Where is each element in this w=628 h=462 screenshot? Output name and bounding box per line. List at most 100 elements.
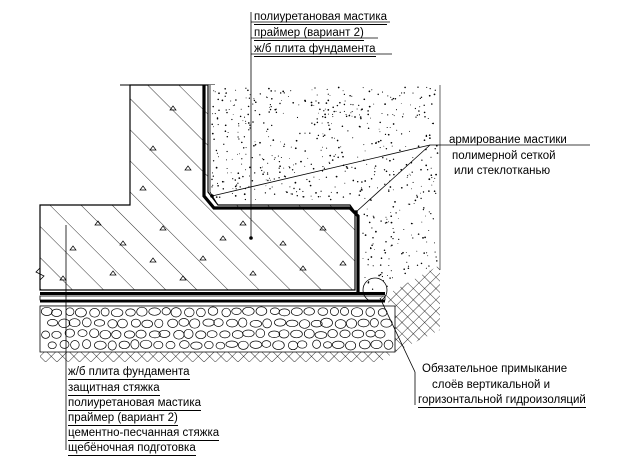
soil-speck bbox=[276, 108, 277, 110]
soil-speck bbox=[390, 211, 392, 213]
gravel-stone bbox=[70, 340, 80, 350]
soil-speck bbox=[302, 195, 305, 198]
gravel-stone bbox=[130, 318, 141, 328]
gravel-stone bbox=[345, 340, 357, 351]
soil-speck bbox=[270, 90, 273, 92]
soil-speck bbox=[366, 163, 368, 165]
soil-speck bbox=[234, 185, 237, 188]
soil-speck bbox=[298, 188, 301, 190]
soil-speck bbox=[416, 250, 418, 252]
soil-speck bbox=[271, 98, 273, 100]
soil-speck bbox=[379, 121, 381, 124]
soil-speck bbox=[428, 265, 430, 267]
soil-speck bbox=[430, 167, 432, 169]
soil-speck bbox=[429, 87, 431, 90]
soil-speck bbox=[369, 247, 372, 250]
soil-speck bbox=[275, 111, 278, 114]
soil-speck bbox=[213, 126, 215, 128]
soil-speck bbox=[266, 96, 267, 98]
soil-speck bbox=[426, 86, 428, 88]
soil-speck bbox=[316, 118, 318, 120]
soil-speck bbox=[241, 163, 243, 165]
soil-speck bbox=[360, 187, 362, 189]
soil-speck bbox=[422, 191, 425, 193]
soil-speck bbox=[218, 92, 220, 95]
soil-speck bbox=[327, 93, 329, 95]
soil-speck bbox=[386, 285, 388, 287]
soil-speck bbox=[253, 98, 255, 100]
soil-speck bbox=[217, 184, 219, 187]
right-callout-line-1: армирование мастики bbox=[449, 134, 567, 146]
soil-speck bbox=[262, 173, 264, 176]
soil-speck bbox=[336, 104, 339, 107]
soil-speck bbox=[278, 160, 281, 163]
soil-speck bbox=[384, 103, 386, 105]
soil-speck bbox=[232, 105, 234, 107]
soil-speck bbox=[231, 192, 233, 195]
soil-speck bbox=[425, 134, 428, 137]
aggregate-mark bbox=[184, 165, 192, 171]
soil-speck bbox=[329, 198, 332, 201]
bottom-left-callout-line-6: щебёночная подготовка bbox=[68, 442, 196, 456]
soil-speck bbox=[410, 234, 412, 236]
soil-speck bbox=[345, 115, 348, 118]
soil-speck bbox=[420, 168, 422, 171]
soil-speck bbox=[342, 196, 345, 198]
soil-speck bbox=[424, 116, 426, 118]
soil-speck bbox=[244, 198, 247, 201]
soil-speck bbox=[215, 196, 218, 198]
soil-speck bbox=[341, 125, 344, 127]
soil-speck bbox=[370, 117, 371, 119]
soil-speck bbox=[428, 178, 431, 181]
soil-speck bbox=[291, 193, 293, 195]
soil-speck bbox=[212, 105, 214, 108]
soil-speck bbox=[363, 144, 365, 146]
soil-speck bbox=[281, 100, 283, 101]
gravel-stone bbox=[249, 320, 263, 328]
soil-speck bbox=[378, 128, 380, 130]
soil-speck bbox=[341, 151, 343, 154]
soil-speck bbox=[218, 196, 221, 198]
soil-speck bbox=[434, 148, 436, 150]
soil-speck bbox=[419, 97, 421, 100]
soil-speck bbox=[430, 212, 432, 215]
gravel-stone bbox=[117, 318, 128, 329]
soil-speck bbox=[327, 109, 330, 111]
break-line bbox=[35, 260, 45, 290]
soil-speck bbox=[331, 159, 334, 161]
soil-speck bbox=[324, 113, 326, 116]
soil-speck bbox=[239, 115, 242, 118]
soil-speck bbox=[406, 184, 409, 186]
soil-speck bbox=[405, 145, 407, 147]
soil-speck bbox=[394, 97, 397, 100]
gravel-stone bbox=[111, 330, 122, 339]
soil-speck bbox=[415, 116, 417, 118]
bottom-left-callout-line-2: защитная стяжка bbox=[68, 382, 160, 396]
soil-speck bbox=[408, 203, 411, 205]
soil-speck bbox=[405, 251, 407, 253]
gravel-stone bbox=[237, 340, 249, 350]
soil-speck bbox=[391, 244, 393, 247]
gravel-stone bbox=[221, 307, 231, 318]
soil-speck bbox=[273, 178, 275, 180]
gravel-stone bbox=[339, 329, 351, 338]
soil-speck bbox=[318, 112, 320, 114]
soil-speck bbox=[266, 173, 269, 175]
soil-speck bbox=[280, 141, 281, 143]
soil-speck bbox=[352, 104, 354, 106]
soil-speck bbox=[212, 184, 214, 186]
gravel-stone bbox=[149, 330, 161, 339]
soil-speck bbox=[314, 87, 316, 89]
soil-speck bbox=[419, 192, 421, 194]
soil-speck bbox=[373, 216, 375, 218]
soil-speck bbox=[316, 94, 318, 96]
gravel-stone bbox=[255, 306, 268, 316]
soil-speck bbox=[367, 127, 370, 130]
soil-speck bbox=[335, 110, 337, 112]
soil-speck bbox=[379, 131, 381, 133]
soil-speck bbox=[294, 172, 296, 174]
soil-speck bbox=[323, 110, 325, 112]
soil-speck bbox=[304, 132, 306, 134]
soil-speck bbox=[331, 123, 332, 125]
soil-speck bbox=[245, 87, 247, 89]
